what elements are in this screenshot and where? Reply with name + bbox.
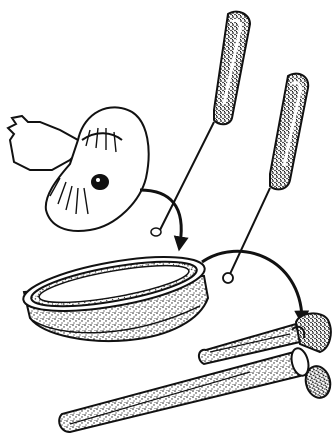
mushroom-cap-with-gills (8, 107, 149, 231)
arrow-loop-to-test-tubes (202, 251, 302, 318)
test-tube-with-cotton-plug (199, 313, 331, 364)
petri-dish-with-culture (20, 246, 209, 341)
inoculation-needle (151, 12, 250, 236)
test-tube-with-slant (59, 346, 332, 432)
